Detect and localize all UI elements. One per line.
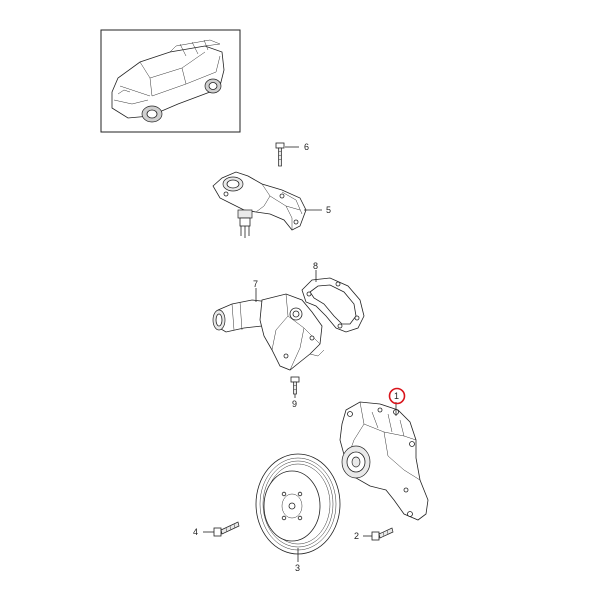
part-2-bolt [363,527,394,541]
part-4-bolt [203,521,240,537]
label-8: 8 [313,261,318,271]
suv-icon [111,39,225,123]
part-3-pulley [255,453,341,562]
label-5: 5 [326,205,331,215]
label-3: 3 [295,563,300,573]
part-6-bolt [275,142,299,167]
label-4: 4 [193,527,198,537]
part-7-housing [212,288,325,371]
part-5-flange [212,171,322,238]
label-2: 2 [354,531,359,541]
label-1: 1 [394,391,399,401]
part-9-bolt [290,376,300,398]
label-9: 9 [292,399,297,409]
part-8-gasket [301,270,365,333]
label-6: 6 [304,142,309,152]
vehicle-thumbnail [100,29,241,133]
part-1-water-pump [339,387,429,521]
highlight-circle [388,387,406,405]
label-7: 7 [253,279,258,289]
